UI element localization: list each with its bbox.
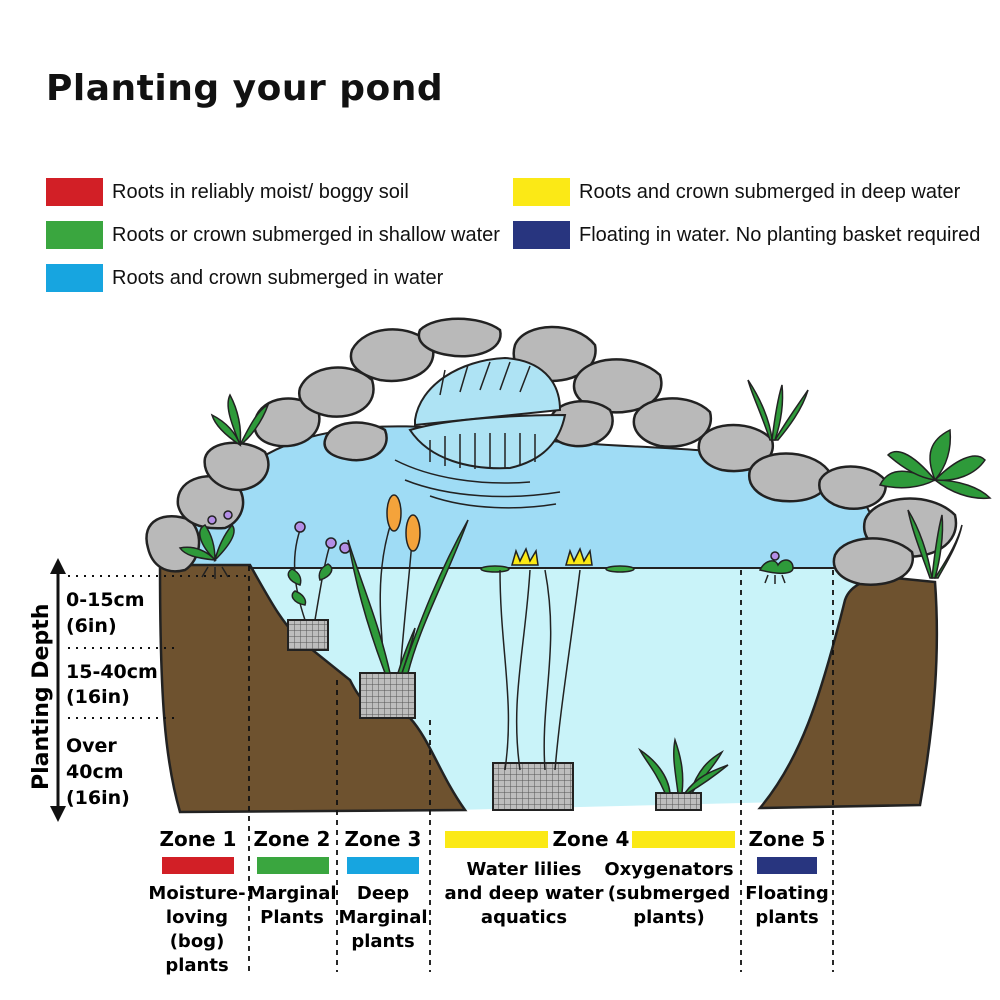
zone-5-desc-1: Floating bbox=[745, 883, 828, 904]
legend-swatch-green bbox=[46, 221, 103, 249]
planting-basket-zone2 bbox=[287, 619, 329, 651]
depth-band-2-range: 15-40cm bbox=[66, 661, 158, 683]
depth-band-3-line2: 40cm bbox=[66, 761, 124, 783]
zone-2-swatch bbox=[257, 857, 329, 874]
zone-5-title: Zone 5 bbox=[749, 827, 826, 851]
depth-axis-label: Planting Depth bbox=[29, 604, 54, 790]
plant-right-reeds bbox=[907, 509, 963, 579]
legend-label: Roots and crown submerged in deep water bbox=[579, 180, 961, 203]
plant-oxygenator bbox=[638, 737, 729, 794]
depth-band-3-line1: Over bbox=[66, 735, 117, 757]
zone-3-swatch bbox=[347, 857, 419, 874]
legend-label: Roots in reliably moist/ boggy soil bbox=[112, 180, 409, 203]
waterfall bbox=[394, 356, 567, 509]
legend-label: Roots and crown submerged in water bbox=[112, 266, 444, 289]
zone-1-desc-4: plants bbox=[165, 955, 228, 976]
zone-dividers bbox=[248, 566, 834, 972]
zone-4-lilies-desc-2: and deep water bbox=[444, 883, 603, 904]
legend-label: Floating in water. No planting basket re… bbox=[579, 223, 981, 246]
plant-right-broadleaf bbox=[878, 428, 992, 500]
zone-1-desc-2: loving bbox=[166, 907, 228, 928]
depth-band-2-imperial: (16in) bbox=[66, 686, 130, 708]
legend-item-shallow: Roots or crown submerged in shallow wate… bbox=[46, 221, 500, 249]
depth-band-3-line3: (16in) bbox=[66, 787, 130, 809]
zone-3-desc-1: Deep bbox=[357, 883, 409, 904]
zone-4-lilies-desc-1: Water lilies bbox=[467, 859, 582, 880]
legend-swatch-yellow bbox=[513, 178, 570, 206]
legend-item-floating: Floating in water. No planting basket re… bbox=[513, 221, 980, 249]
zone-2-desc-2: Plants bbox=[260, 907, 324, 928]
plant-right-grass bbox=[747, 379, 809, 441]
zone-4-swatch-right bbox=[632, 831, 735, 848]
plant-water-lilies bbox=[480, 547, 635, 771]
page-title: Planting your pond bbox=[46, 68, 444, 109]
legend-item-deep: Roots and crown submerged in deep water bbox=[513, 178, 960, 206]
soil-left bbox=[158, 563, 468, 814]
zone-2-desc-1: Marginal bbox=[247, 883, 336, 904]
zone-5-swatch bbox=[757, 857, 817, 874]
zone-4-lilies-desc-3: aquatics bbox=[481, 907, 567, 928]
zone-4-oxy-desc-2: (submerged bbox=[608, 883, 730, 904]
zone-2-title: Zone 2 bbox=[254, 827, 331, 851]
legend-swatch-navy bbox=[513, 221, 570, 249]
rock-border bbox=[145, 317, 958, 586]
legend-label: Roots or crown submerged in shallow wate… bbox=[112, 223, 500, 246]
zone-4-oxy-desc-3: plants) bbox=[633, 907, 705, 928]
legend-swatch-red bbox=[46, 178, 103, 206]
legend-swatch-blue bbox=[46, 264, 103, 292]
depth-band-1-range: 0-15cm bbox=[66, 589, 145, 611]
legend-item-water: Roots and crown submerged in water bbox=[46, 264, 443, 292]
planting-basket-oxygenator bbox=[655, 792, 702, 811]
planting-basket-zone3 bbox=[359, 672, 416, 719]
zone-3-desc-3: plants bbox=[351, 931, 414, 952]
zone-5-desc-2: plants bbox=[755, 907, 818, 928]
zone-3-title: Zone 3 bbox=[345, 827, 422, 851]
plant-cattail bbox=[347, 494, 469, 674]
plant-floating bbox=[758, 551, 794, 584]
plant-bog bbox=[178, 510, 235, 579]
zone-4-swatch-left bbox=[445, 831, 548, 848]
zone-1-title: Zone 1 bbox=[160, 827, 237, 851]
zone-3-desc-2: Marginal bbox=[338, 907, 427, 928]
depth-axis bbox=[50, 558, 250, 822]
zone-1-desc-1: Moisture- bbox=[148, 883, 245, 904]
zone-4-title: Zone 4 bbox=[553, 827, 630, 851]
legend-item-bog: Roots in reliably moist/ boggy soil bbox=[46, 178, 409, 206]
plant-marginal bbox=[287, 521, 351, 621]
zone-1-swatch bbox=[162, 857, 234, 874]
depth-band-1-imperial: (6in) bbox=[66, 615, 117, 637]
planting-basket-lily bbox=[492, 762, 574, 811]
plant-left-grass bbox=[210, 393, 270, 447]
zone-1-desc-3: (bog) bbox=[170, 931, 225, 952]
zone-4-oxy-desc-1: Oxygenators bbox=[604, 859, 733, 880]
